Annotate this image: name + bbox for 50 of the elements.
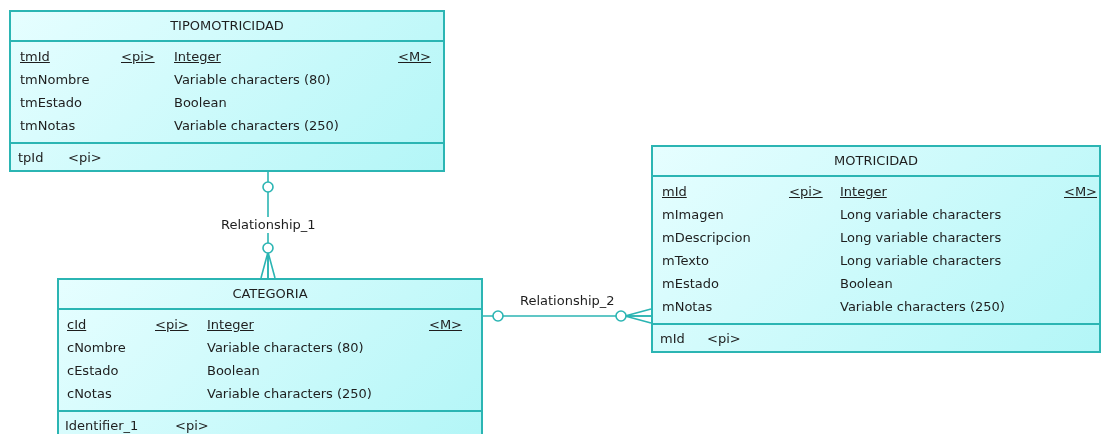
relationship-line xyxy=(482,308,652,324)
identifier-name: Identifier_1 xyxy=(65,417,139,434)
entity-name: CATEGORIA xyxy=(232,286,308,301)
mandatory-marker: <M> xyxy=(398,48,431,65)
data-type: Variable characters (80) xyxy=(174,71,331,88)
data-type: Integer xyxy=(840,183,887,200)
data-type: Variable characters (250) xyxy=(207,385,372,402)
relationship-line xyxy=(260,171,276,279)
primary-identifier-marker: <pi> xyxy=(68,149,102,166)
attribute-name: mTexto xyxy=(662,252,709,269)
primary-identifier-marker: <pi> xyxy=(707,330,741,347)
attribute-name: mImagen xyxy=(662,206,724,223)
attribute-name: mId xyxy=(662,183,687,200)
edge-label: Relationship_2 xyxy=(518,293,617,309)
data-type: Variable characters (250) xyxy=(174,117,339,134)
attribute-name: tmNombre xyxy=(20,71,90,88)
data-type: Integer xyxy=(207,316,254,333)
primary-identifier-marker: <pi> xyxy=(175,417,209,434)
mandatory-marker: <M> xyxy=(429,316,462,333)
attribute-name: tmNotas xyxy=(20,117,76,134)
attribute-name: cNombre xyxy=(67,339,126,356)
edge-label: Relationship_1 xyxy=(219,217,318,233)
attribute-name: cEstado xyxy=(67,362,119,379)
entity-table xyxy=(57,278,483,434)
entity-table xyxy=(651,145,1101,353)
attribute-name: mDescripcion xyxy=(662,229,751,246)
entity-name: MOTRICIDAD xyxy=(834,153,918,168)
attribute-name: mEstado xyxy=(662,275,719,292)
data-type: Long variable characters xyxy=(840,252,1002,269)
entity-table xyxy=(9,10,445,172)
data-type: Integer xyxy=(174,48,221,65)
primary-identifier-marker: <pi> xyxy=(155,316,189,333)
primary-identifier-marker: <pi> xyxy=(789,183,823,200)
data-type: Variable characters (250) xyxy=(840,298,1005,315)
data-type: Boolean xyxy=(840,275,893,292)
attribute-name: tmId xyxy=(20,48,50,65)
mandatory-marker: <M> xyxy=(1064,183,1097,200)
attribute-name: cNotas xyxy=(67,385,112,402)
entity-name: TIPOMOTRICIDAD xyxy=(170,18,284,33)
primary-identifier-marker: <pi> xyxy=(121,48,155,65)
data-type: Long variable characters xyxy=(840,229,1002,246)
data-type: Boolean xyxy=(207,362,260,379)
identifier-name: mId xyxy=(660,330,685,347)
identifier-name: tpId xyxy=(18,149,44,166)
attribute-name: tmEstado xyxy=(20,94,83,111)
attribute-name: mNotas xyxy=(662,298,713,315)
data-type: Variable characters (80) xyxy=(207,339,364,356)
data-type: Boolean xyxy=(174,94,227,111)
data-type: Long variable characters xyxy=(840,206,1002,223)
attribute-name: cId xyxy=(67,316,87,333)
